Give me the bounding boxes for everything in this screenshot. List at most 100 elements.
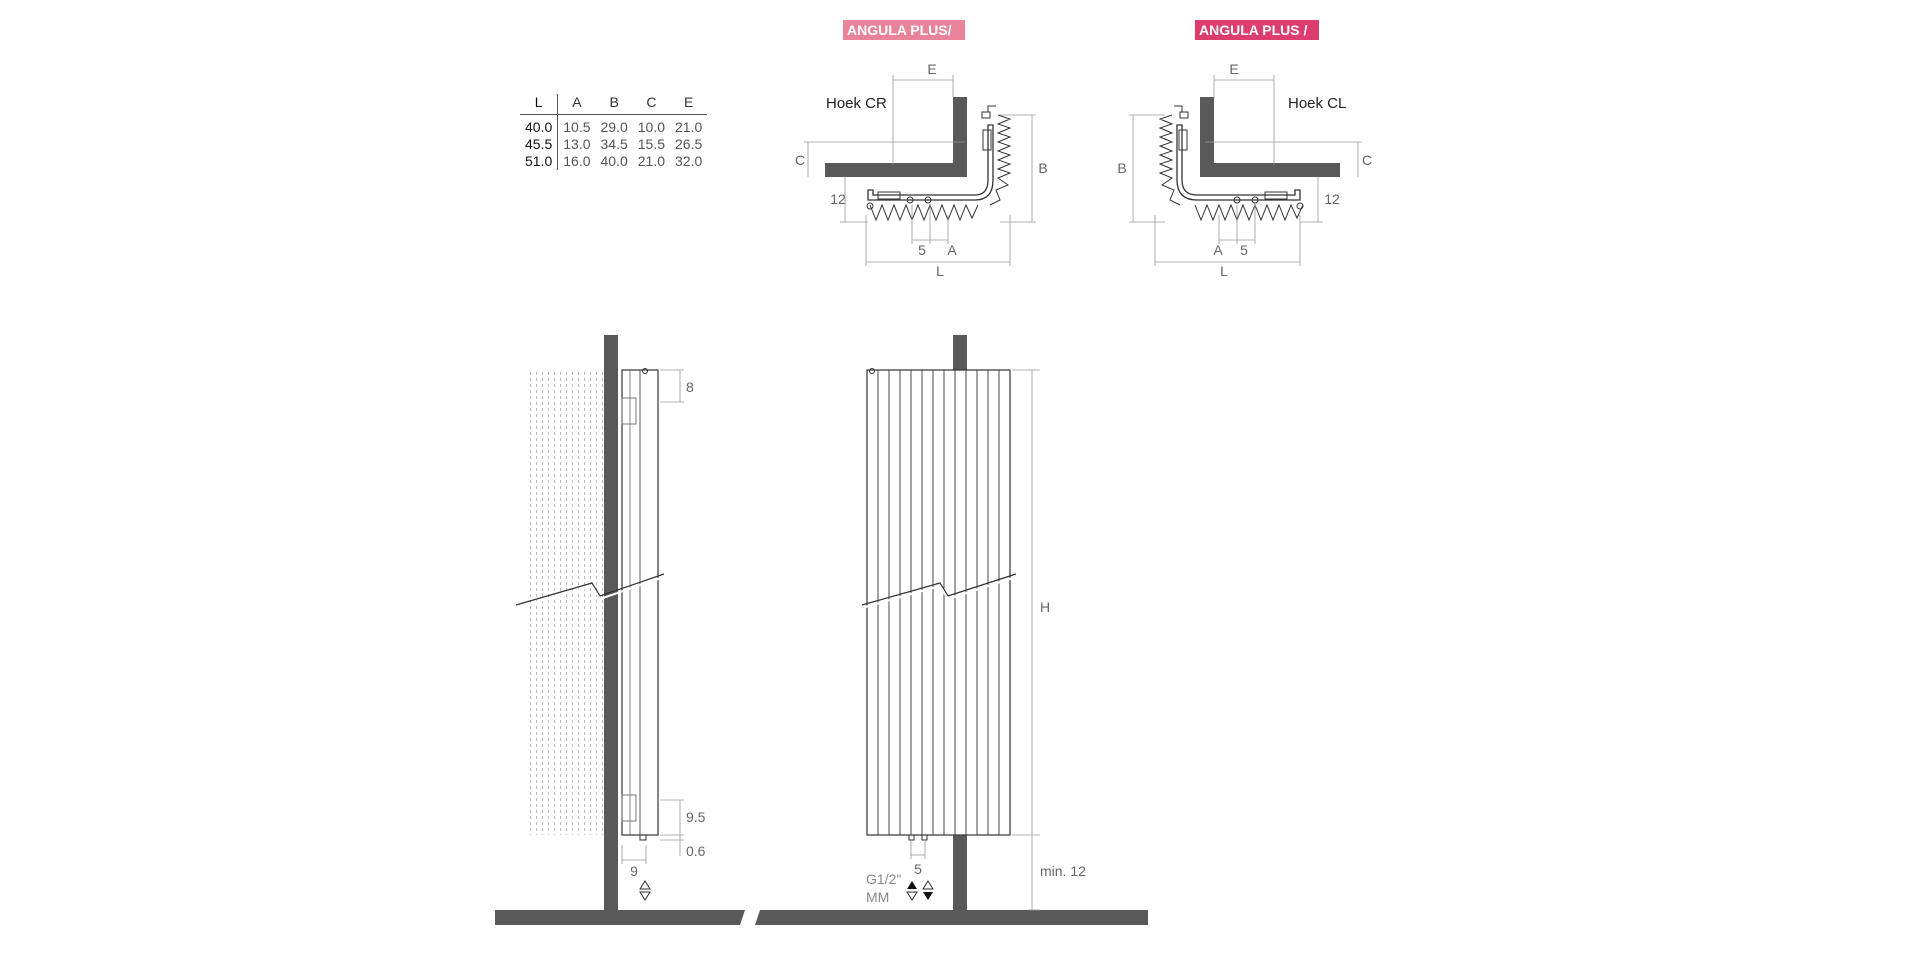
angula-plus-cr-badge: ANGULA PLUS/ xyxy=(843,20,965,40)
break-line xyxy=(515,573,665,606)
connection-right xyxy=(921,834,928,841)
dim-l: L xyxy=(1220,263,1228,279)
flow-down-filled-icon xyxy=(923,892,933,900)
table-cell: 29.0 xyxy=(600,119,628,135)
table-cell: 10.0 xyxy=(637,119,665,135)
bracket xyxy=(1178,129,1188,151)
dim-0-6: 0.6 xyxy=(686,843,706,859)
radiator-body xyxy=(1176,124,1301,201)
table-row: 45.5 13.0 34.5 15.5 26.5 xyxy=(520,136,707,153)
dim-h: H xyxy=(1040,599,1050,615)
dim-12: 12 xyxy=(830,191,846,207)
table-cell: 40.0 xyxy=(600,153,628,169)
dim-b: B xyxy=(1038,160,1047,176)
dim-l: L xyxy=(936,263,944,279)
floor xyxy=(495,910,745,925)
dim-b: B xyxy=(1117,160,1126,176)
fins-bottom xyxy=(869,203,979,222)
angula-plus-cl-badge: ANGULA PLUS / xyxy=(1195,20,1319,40)
dimension-lines xyxy=(910,369,1040,911)
connection-thread-label: G1/2" xyxy=(866,871,901,887)
dim-5: 5 xyxy=(1240,242,1248,258)
dim-9: 9 xyxy=(630,863,638,879)
break-line xyxy=(861,573,1017,606)
fins-bottom xyxy=(1194,203,1304,222)
hoek-cl-label: Hoek CL xyxy=(1288,95,1347,112)
table-header: A xyxy=(557,94,596,115)
radiator-tubes xyxy=(877,370,1000,835)
dim-a: A xyxy=(1213,242,1223,258)
pipe-connection xyxy=(1296,202,1304,210)
table-cell: 13.0 xyxy=(563,136,591,152)
bracket-top xyxy=(621,397,637,425)
table-cell: 32.0 xyxy=(675,153,703,169)
bracket xyxy=(877,191,901,200)
bracket-bottom xyxy=(621,794,637,822)
table-cell: 16.0 xyxy=(563,153,591,169)
table-header: E xyxy=(670,94,708,115)
bracket xyxy=(1264,191,1288,200)
bracket xyxy=(982,129,992,151)
pipe-connection xyxy=(924,196,932,204)
dim-5: 5 xyxy=(918,242,926,258)
plan-view-cr: E B C 12 5 A L xyxy=(795,61,1048,279)
table-cell: 10.5 xyxy=(563,119,591,135)
table-cell: 21.0 xyxy=(675,119,703,135)
dim-min-12: min. 12 xyxy=(1040,863,1086,879)
dim-9-5: 9.5 xyxy=(686,809,706,825)
dim-e: E xyxy=(1229,61,1238,77)
table-cell: 51.0 xyxy=(520,153,559,170)
table-header: B xyxy=(595,94,633,115)
table-cell: 40.0 xyxy=(520,114,559,136)
vent-plug xyxy=(869,368,875,374)
connection-stub xyxy=(639,834,647,841)
table-header: C xyxy=(632,94,670,115)
vent-plug xyxy=(642,368,648,374)
wall-vertical xyxy=(604,335,618,913)
table-row: 51.0 16.0 40.0 21.0 32.0 xyxy=(520,153,707,170)
radiator-front xyxy=(866,369,1011,836)
table-row: 40.0 10.5 29.0 10.0 21.0 xyxy=(520,114,707,136)
connection-unit-label: MM xyxy=(866,889,889,905)
table-cell: 34.5 xyxy=(600,136,628,152)
dimension-table: L A B C E 40.0 10.5 29.0 10.0 21.0 45.5 … xyxy=(520,94,708,170)
table-cell: 15.5 xyxy=(637,136,665,152)
dim-12: 12 xyxy=(1324,191,1340,207)
dimension-lines xyxy=(804,75,1036,266)
wall-vertical xyxy=(953,97,967,177)
pipe-connection xyxy=(866,202,874,210)
dim-e: E xyxy=(927,61,936,77)
wall-vertical xyxy=(1200,97,1214,177)
plan-view-cl: E B C 12 A 5 L xyxy=(1117,61,1372,279)
flow-down-icon xyxy=(639,891,651,901)
dimension-lines xyxy=(1129,75,1362,266)
pipe-connection xyxy=(1233,196,1241,204)
table-cell: 21.0 xyxy=(637,153,665,169)
dim-5: 5 xyxy=(914,861,922,877)
dimension-lines xyxy=(621,369,684,864)
dim-8: 8 xyxy=(686,379,694,395)
flow-down-icon xyxy=(906,891,918,901)
table-cell: 26.5 xyxy=(675,136,703,152)
hoek-cr-label: Hoek CR xyxy=(826,95,887,112)
flow-up-icon xyxy=(639,880,651,890)
dim-a: A xyxy=(947,242,957,258)
table-cell: 45.5 xyxy=(520,136,559,153)
floor xyxy=(755,910,1148,925)
dim-c: C xyxy=(795,152,805,168)
flow-up-icon xyxy=(922,880,934,890)
flow-up-filled-icon xyxy=(907,881,917,889)
fins-side xyxy=(1158,114,1181,206)
connection-left xyxy=(908,834,915,841)
fins-side xyxy=(989,114,1012,206)
pipe-connection xyxy=(1251,196,1259,204)
valve xyxy=(981,105,996,119)
radiator-body xyxy=(867,124,994,201)
wall-horizontal xyxy=(1200,163,1340,177)
pipe-connection xyxy=(906,196,914,204)
table-header-row: L A B C E xyxy=(520,94,708,115)
side-view: 8 9.5 0.6 9 xyxy=(495,335,745,925)
valve xyxy=(1174,105,1189,119)
wall-horizontal xyxy=(825,163,960,177)
